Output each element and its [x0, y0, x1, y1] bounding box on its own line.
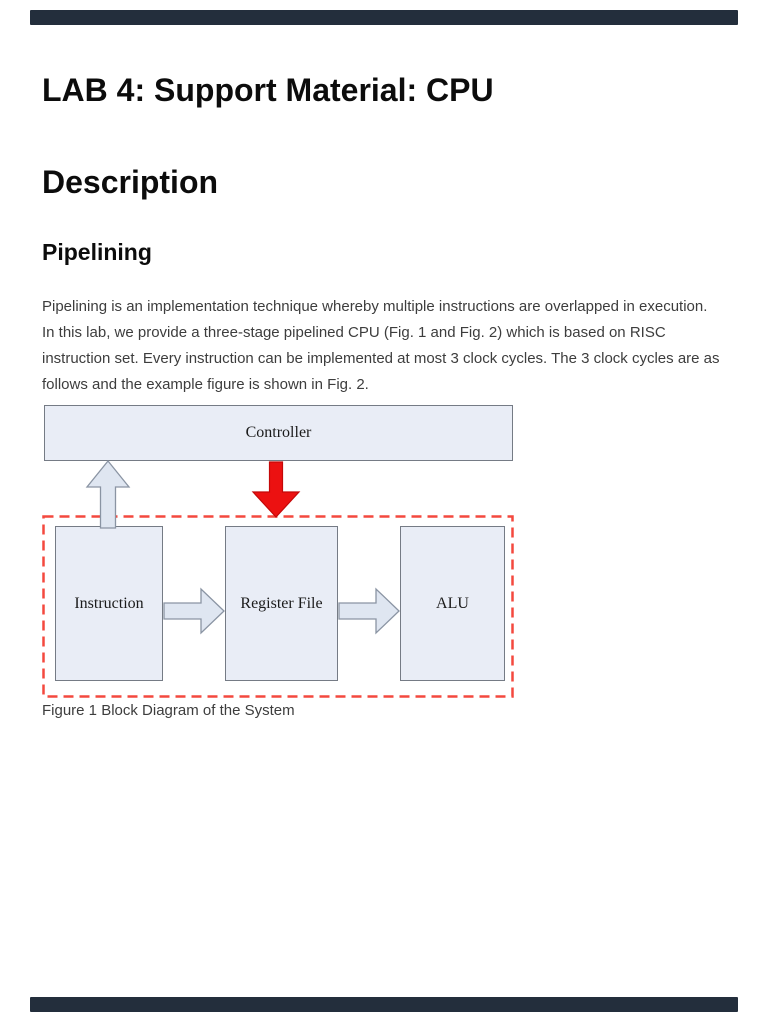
- section-heading-description: Description: [42, 164, 219, 200]
- controller-label: Controller: [245, 424, 312, 441]
- subsection-heading-pipelining: Pipelining: [42, 239, 152, 265]
- viewer-bottom-toolbar[interactable]: [30, 997, 738, 1012]
- flow-arrow-right-icon: [338, 587, 400, 635]
- pipelining-paragraph: Pipelining is an implementation techniqu…: [42, 294, 752, 398]
- red-down-arrow-icon: [251, 461, 301, 518]
- viewer-top-toolbar[interactable]: [30, 10, 738, 25]
- figure-caption: Figure 1 Block Diagram of the System: [42, 702, 295, 719]
- paragraph-line: In this lab, we provide a three-stage pi…: [42, 324, 666, 341]
- page-title: LAB 4: Support Material: CPU: [42, 72, 494, 108]
- alu-block: ALU: [400, 526, 505, 681]
- register-file-block: Register File: [225, 526, 338, 681]
- alu-label: ALU: [436, 594, 469, 612]
- paragraph-line: follows and the example figure is shown …: [42, 376, 369, 393]
- instruction-label: Instruction: [74, 594, 144, 612]
- paragraph-line: Pipelining is an implementation techniqu…: [42, 298, 708, 315]
- flow-arrow-right-icon: [163, 587, 225, 635]
- paragraph-line: instruction set. Every instruction can b…: [42, 350, 720, 367]
- controller-block: Controller: [44, 405, 513, 461]
- register-file-label: Register File: [240, 594, 323, 612]
- instruction-block: Instruction: [55, 526, 163, 681]
- up-block-arrow-icon: [85, 459, 131, 529]
